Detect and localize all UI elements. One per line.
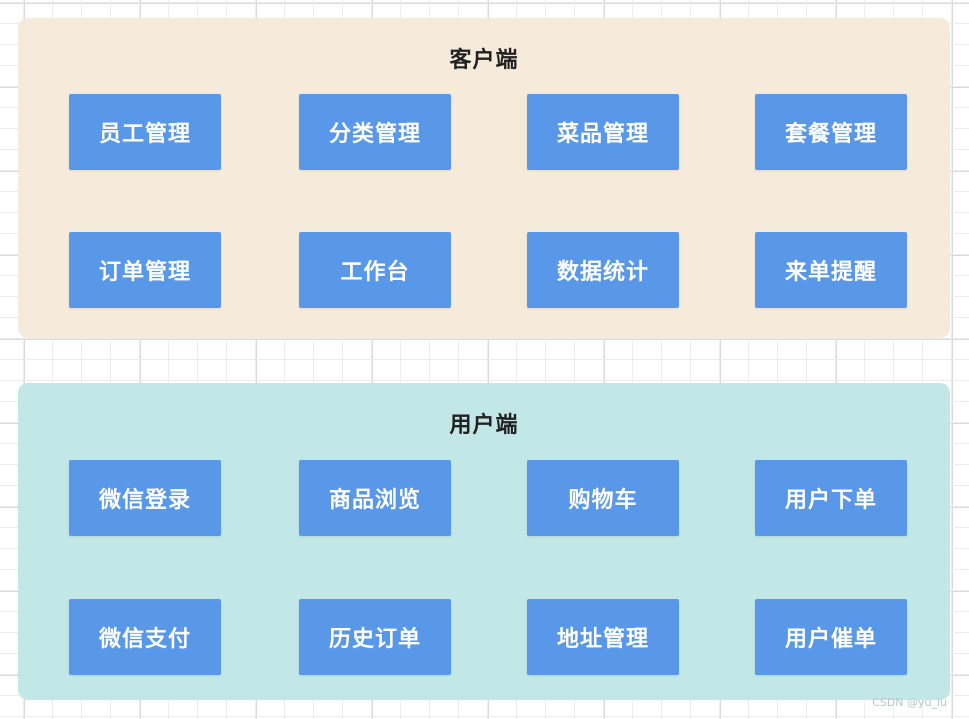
user-panel: 用户端 微信登录 商品浏览 购物车 用户下单 微信支付 历史订单 地址管理 用户… <box>18 383 950 700</box>
module-category-management: 分类管理 <box>299 94 451 170</box>
watermark: CSDN @yu_lu <box>872 696 947 709</box>
module-employee-management: 员工管理 <box>69 94 221 170</box>
client-panel: 客户端 员工管理 分类管理 菜品管理 套餐管理 订单管理 工作台 数据统计 来单… <box>18 18 950 338</box>
module-workbench: 工作台 <box>299 232 451 308</box>
module-order-reminder: 来单提醒 <box>755 232 907 308</box>
module-wechat-login: 微信登录 <box>69 460 221 536</box>
module-user-order: 用户下单 <box>755 460 907 536</box>
module-dish-management: 菜品管理 <box>527 94 679 170</box>
module-shopping-cart: 购物车 <box>527 460 679 536</box>
module-address-management: 地址管理 <box>527 599 679 675</box>
module-wechat-pay: 微信支付 <box>69 599 221 675</box>
module-order-management: 订单管理 <box>69 232 221 308</box>
user-panel-title: 用户端 <box>449 413 519 438</box>
client-panel-title: 客户端 <box>449 48 519 73</box>
module-setmeal-management: 套餐管理 <box>755 94 907 170</box>
module-urge-order: 用户催单 <box>755 599 907 675</box>
module-product-browse: 商品浏览 <box>299 460 451 536</box>
module-data-statistics: 数据统计 <box>527 232 679 308</box>
module-order-history: 历史订单 <box>299 599 451 675</box>
